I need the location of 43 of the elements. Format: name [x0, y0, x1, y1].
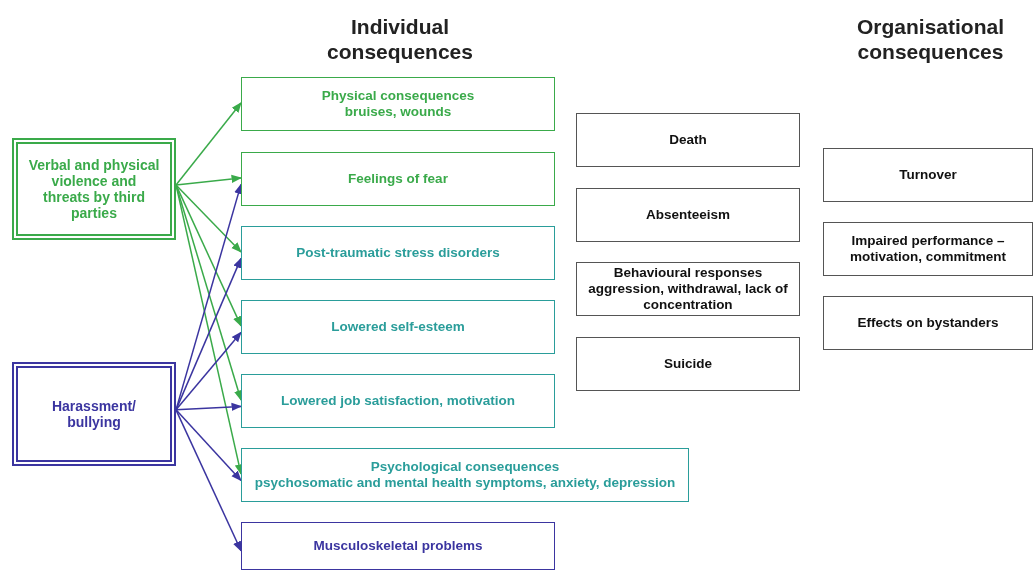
box-text: Effects on bystanders — [857, 315, 999, 331]
consequence-box — [823, 222, 1033, 276]
consequence-box — [823, 148, 1033, 202]
box-text: psychosomatic and mental health symptoms, anxiety, depression — [254, 475, 676, 491]
arrow — [175, 184, 242, 253]
consequence-box — [576, 113, 800, 167]
box-text: Turnover — [899, 167, 957, 183]
box-text: Impaired performance – motivation, commitment — [849, 233, 1007, 265]
arrow — [175, 331, 242, 411]
source-box — [12, 362, 176, 466]
arrow — [175, 409, 242, 482]
consequence-box — [576, 337, 800, 391]
box-text: Post-traumatic stress disorders — [296, 245, 500, 261]
consequence-box — [576, 262, 800, 316]
source-box — [12, 138, 176, 240]
consequence-box — [241, 522, 555, 570]
arrow — [175, 102, 242, 186]
column-heading: Organisational consequences — [856, 14, 1005, 64]
arrow — [175, 174, 243, 186]
box-text: Behavioural responses — [613, 265, 763, 281]
consequence-box — [576, 188, 800, 242]
box-text: Lowered self-esteem — [331, 319, 465, 335]
consequence-box — [241, 300, 555, 354]
arrow — [175, 402, 243, 412]
box-text: Verbal and physical violence and threats by third parties — [28, 157, 160, 221]
box-text: Feelings of fear — [348, 171, 448, 187]
box-text: Death — [669, 132, 707, 148]
box-text: Harassment/ bullying — [50, 398, 137, 430]
box-text: Lowered job satisfaction, motivation — [281, 393, 515, 409]
consequence-box — [241, 152, 555, 206]
box-text: bruises, wounds — [344, 104, 452, 120]
column-heading: Individual consequences — [326, 14, 474, 64]
consequence-box — [241, 448, 689, 502]
consequence-box — [241, 77, 555, 131]
box-text: Musculoskeletal problems — [313, 538, 483, 554]
box-text: Psychological consequences — [370, 459, 560, 475]
consequence-box — [241, 226, 555, 280]
consequence-box — [241, 374, 555, 428]
box-text: Absenteeism — [645, 207, 730, 223]
box-text: Suicide — [664, 356, 712, 372]
box-text: aggression, withdrawal, lack of concentration — [587, 281, 789, 313]
consequence-box — [823, 296, 1033, 350]
box-text: Physical consequences — [321, 88, 475, 104]
